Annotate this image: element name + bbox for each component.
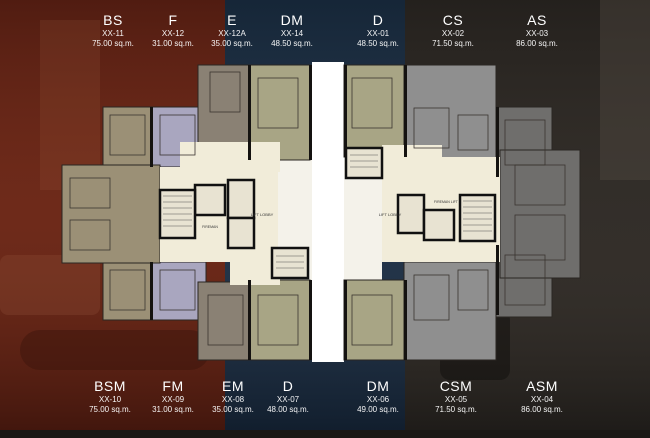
unit-area: 75.00 sq.m.: [89, 405, 131, 414]
sofa-shape: [0, 255, 100, 315]
unit-code: XX-02: [441, 29, 465, 38]
unit-code: XX-03: [525, 29, 549, 38]
room-walls: [69, 71, 566, 346]
fireman-label-right: FIREMAN LIFT: [434, 200, 459, 204]
unit-area: 31.00 sq.m.: [152, 39, 194, 48]
lift-shaft: [193, 183, 227, 217]
unit-label-f[interactable]: F XX-12 31.00 sq.m.: [128, 12, 218, 49]
lift-lobby-label-right: LIFT LOBBY: [379, 212, 402, 217]
unit-code: XX-07: [276, 395, 300, 404]
stair-core: [344, 146, 384, 180]
unit-em-block: [197, 281, 251, 361]
unit-code: XX-08: [221, 395, 245, 404]
unit-area: 48.50 sq.m.: [271, 39, 313, 48]
unit-type: CSM: [439, 378, 473, 394]
unit-type: EM: [222, 378, 244, 394]
unit-area: 71.50 sq.m.: [432, 39, 474, 48]
window-shape: [600, 0, 650, 180]
right-core: [344, 146, 497, 243]
corridor-top-right: [382, 145, 442, 170]
bottom-unit-labels: BSM XX-10 75.00 sq.m. FM XX-09 31.00 sq.…: [0, 378, 650, 438]
unit-code: XX-05: [444, 395, 468, 404]
unit-label-cs[interactable]: CS XX-02 71.50 sq.m.: [408, 12, 498, 49]
unit-area: 86.00 sq.m.: [516, 39, 558, 48]
unit-code: XX-14: [280, 29, 304, 38]
unit-type: AS: [527, 12, 547, 28]
unit-type: ASM: [526, 378, 558, 394]
unit-type: BSM: [94, 378, 126, 394]
unit-label-as[interactable]: AS XX-03 86.00 sq.m.: [492, 12, 582, 49]
unit-label-dm[interactable]: DM XX-14 48.50 sq.m.: [247, 12, 337, 49]
lift-shaft: [396, 193, 426, 235]
unit-area: 49.00 sq.m.: [357, 405, 399, 414]
unit-area: 35.00 sq.m.: [211, 39, 253, 48]
unit-label-bsm[interactable]: BSM XX-10 75.00 sq.m.: [65, 378, 155, 415]
unit-type: BS: [103, 12, 123, 28]
unit-code: XX-12A: [218, 29, 246, 38]
lift-lobby-label-left: LIFT LOBBY: [251, 212, 274, 217]
unit-label-d[interactable]: D XX-01 48.50 sq.m.: [333, 12, 423, 49]
unit-label-em[interactable]: EM XX-08 35.00 sq.m.: [188, 378, 278, 415]
unit-csm-block: [403, 261, 497, 361]
unit-code: XX-01: [366, 29, 390, 38]
unit-type: D: [372, 12, 384, 28]
unit-type: DM: [366, 378, 390, 394]
unit-type: E: [227, 12, 237, 28]
unit-label-d-bottom[interactable]: D XX-07 48.00 sq.m.: [243, 378, 333, 415]
stair-core: [458, 193, 497, 243]
unit-label-asm[interactable]: ASM XX-04 86.00 sq.m.: [497, 378, 587, 415]
unit-area: 71.50 sq.m.: [435, 405, 477, 414]
lift-shaft: [226, 216, 256, 250]
unit-label-e[interactable]: E XX-12A 35.00 sq.m.: [187, 12, 277, 49]
unit-code: XX-04: [530, 395, 554, 404]
unit-area: 75.00 sq.m.: [92, 39, 134, 48]
table-shape: [20, 330, 210, 370]
curtain-shape: [40, 20, 100, 190]
east-wing-unit: [499, 149, 581, 279]
unit-type: FM: [162, 378, 184, 394]
unit-type: F: [168, 12, 178, 28]
left-core: [158, 178, 310, 280]
top-unit-labels: BS XX-11 75.00 sq.m. F XX-12 31.00 sq.m.…: [0, 12, 650, 72]
unit-area: 48.50 sq.m.: [357, 39, 399, 48]
unit-code: XX-12: [161, 29, 185, 38]
unit-dm-block-bottom: [343, 279, 405, 361]
unit-d-block-bottom: [249, 279, 311, 361]
unit-label-fm[interactable]: FM XX-09 31.00 sq.m.: [128, 378, 218, 415]
unit-area: 48.00 sq.m.: [267, 405, 309, 414]
stair-hatching: [163, 154, 492, 269]
unit-code: XX-11: [102, 29, 124, 38]
unit-label-csm[interactable]: CSM XX-05 71.50 sq.m.: [411, 378, 501, 415]
unit-code: XX-06: [366, 395, 390, 404]
stair-core: [270, 246, 310, 280]
fireman-label-left: FIREMAN: [202, 225, 218, 229]
lift-shaft: [422, 208, 456, 242]
west-wing-unit: [61, 164, 161, 264]
unit-type: CS: [442, 12, 464, 28]
corridor-top-left: [180, 142, 280, 172]
wall-slabs: [150, 65, 499, 360]
central-void: [312, 62, 344, 362]
unit-area: 35.00 sq.m.: [212, 405, 254, 414]
unit-code: XX-09: [161, 395, 185, 404]
unit-label-dm-bottom[interactable]: DM XX-06 49.00 sq.m.: [333, 378, 423, 415]
unit-bs-block: [102, 106, 152, 168]
unit-label-bs[interactable]: BS XX-11 75.00 sq.m.: [68, 12, 158, 49]
unit-code: XX-10: [98, 395, 122, 404]
unit-area: 31.00 sq.m.: [152, 405, 194, 414]
unit-area: 86.00 sq.m.: [521, 405, 563, 414]
unit-d-block: [343, 64, 405, 158]
unit-type: DM: [280, 12, 304, 28]
unit-type: D: [282, 378, 294, 394]
